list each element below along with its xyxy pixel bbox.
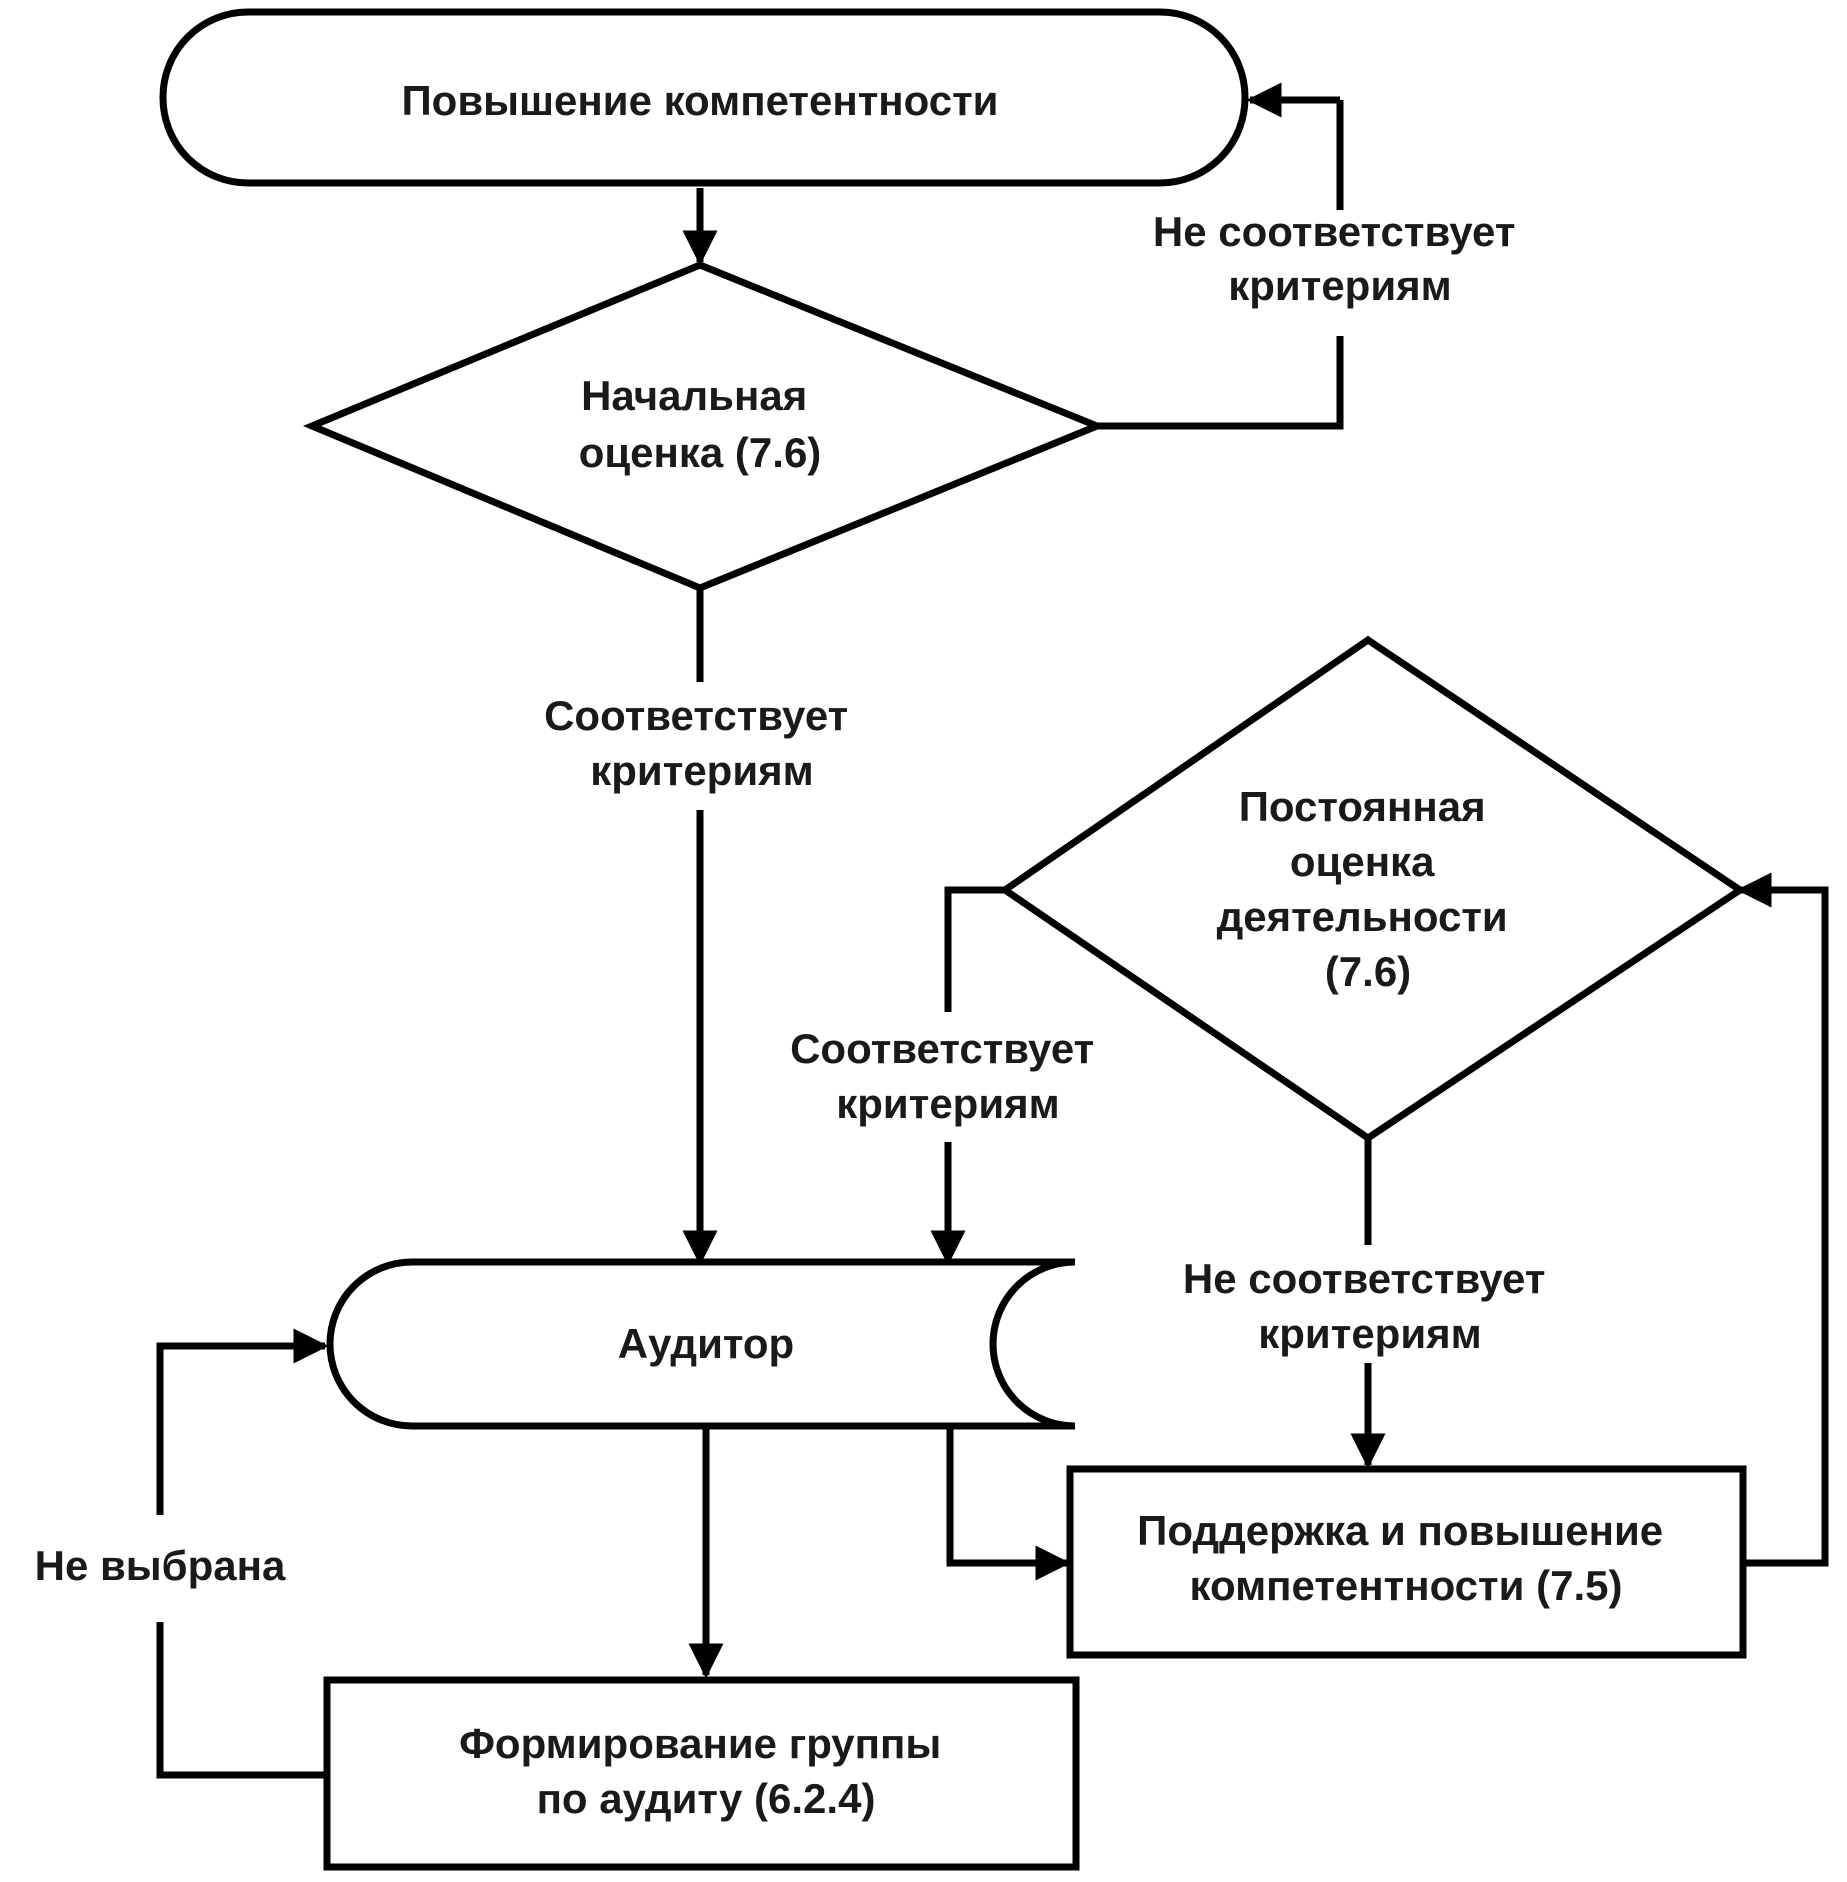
maintain-process-box [1066, 1465, 1747, 1659]
arrow-not-selected-to-auditor [156, 1328, 329, 1515]
ongoing-eval-diamond [998, 635, 1747, 1143]
arrow-maintain-to-ongoing [1736, 872, 1829, 1567]
arrow-initial-fail-loop [1097, 336, 1344, 430]
team-process-box [323, 1676, 1080, 1871]
start-label: Повышение компетентности [401, 77, 998, 124]
auditor-stored-data-shape [326, 1258, 1076, 1430]
team-label: Формирование группы по аудиту (6.2.4) [459, 1720, 953, 1822]
line-ongoing-pass-left [944, 886, 1005, 1012]
initial-eval-label: Начальная оценка (7.6) [579, 372, 822, 476]
line-team-not-selected-lower [156, 1622, 327, 1779]
ongoing-pass-label: Соответствует критериям [790, 1025, 1106, 1127]
initial-pass-label: Соответствует критериям [544, 692, 860, 794]
auditor-label: Аудитор [618, 1320, 794, 1367]
ongoing-eval-label: Постоянная оценка деятельности (7.6) [1217, 783, 1520, 995]
arrow-auditor-to-maintain [946, 1426, 1071, 1581]
ongoing-fail-label: Не соответствует критериям [1183, 1255, 1557, 1357]
initial-fail-label: Не соответствует критериям [1153, 208, 1527, 309]
start-terminator [159, 8, 1249, 187]
not-selected-label: Не выбрана [35, 1542, 286, 1589]
connectors [156, 82, 1829, 1779]
maintain-label: Поддержка и повышение компетентности (7.… [1137, 1507, 1675, 1609]
initial-eval-diamond [302, 261, 1107, 592]
